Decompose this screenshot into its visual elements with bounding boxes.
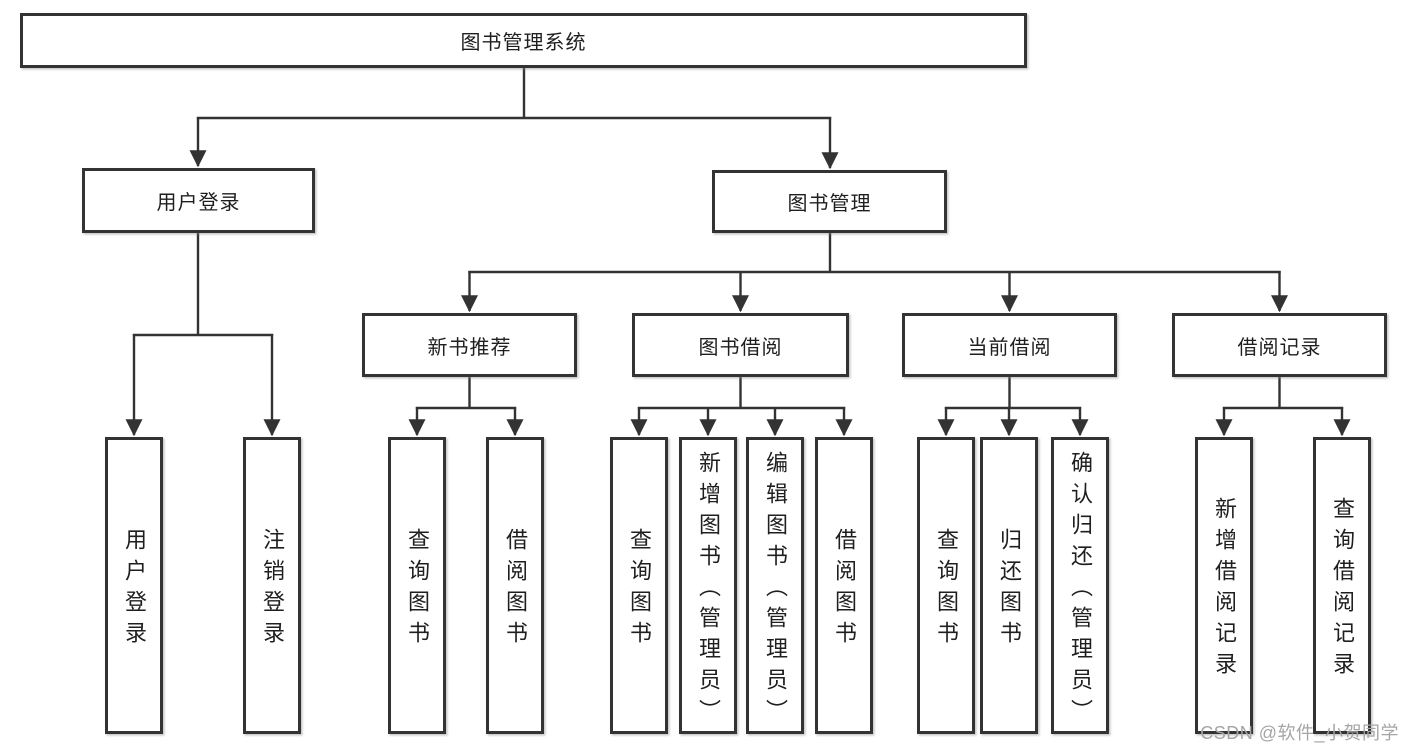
leaf-cb-confirm-return-admin: 确认归还（管理员） [1051, 437, 1109, 734]
node-book-borrowing: 图书借阅 [632, 313, 849, 377]
node-current-borrowing-label: 当前借阅 [967, 336, 1052, 359]
leaf-cb-return-books: 归还图书 [980, 437, 1038, 734]
leaf-br-add-record-label: 新增借阅记录 [1212, 497, 1237, 683]
leaf-user-login: 用户登录 [105, 437, 163, 734]
node-current-borrowing: 当前借阅 [902, 313, 1117, 377]
leaf-nbr-query-books: 查询图书 [388, 437, 446, 734]
leaf-nbr-borrow-books-label: 借阅图书 [503, 528, 528, 652]
edges [125, 68, 1351, 437]
leaf-user-login-label: 用户登录 [122, 528, 147, 652]
node-book-borrowing-label: 图书借阅 [698, 336, 783, 359]
leaf-br-query-record: 查询借阅记录 [1313, 437, 1371, 734]
leaf-bb-query-books-label: 查询图书 [627, 528, 652, 652]
leaf-bb-borrow-books-label: 借阅图书 [832, 528, 857, 652]
leaf-bb-edit-book-admin: 编辑图书（管理员） [746, 437, 804, 734]
node-new-book-recommend-label: 新书推荐 [427, 336, 512, 359]
leaf-br-add-record: 新增借阅记录 [1195, 437, 1253, 734]
leaf-nbr-query-books-label: 查询图书 [405, 528, 430, 652]
node-user-login-label: 用户登录 [156, 192, 241, 214]
leaf-cb-query-books-label: 查询图书 [934, 528, 959, 652]
leaf-bb-query-books: 查询图书 [610, 437, 668, 734]
leaf-bb-edit-book-admin-label: 编辑图书（管理员） [763, 450, 788, 730]
leaf-bb-add-book-admin-label: 新增图书（管理员） [696, 450, 721, 730]
node-borrowing-records-label: 借阅记录 [1237, 336, 1322, 359]
leaf-cb-return-books-label: 归还图书 [997, 528, 1022, 652]
leaf-bb-add-book-admin: 新增图书（管理员） [679, 437, 737, 734]
csdn-watermark: CSDN @软件_小贺同学 [1200, 723, 1399, 743]
node-book-management: 图书管理 [712, 170, 947, 233]
node-root: 图书管理系统 [20, 13, 1027, 68]
node-new-book-recommend: 新书推荐 [362, 313, 577, 377]
node-book-management-label: 图书管理 [787, 193, 872, 215]
leaf-nbr-borrow-books: 借阅图书 [486, 437, 544, 734]
node-borrowing-records: 借阅记录 [1172, 313, 1387, 377]
node-user-login: 用户登录 [82, 168, 315, 233]
leaf-br-query-record-label: 查询借阅记录 [1330, 497, 1355, 683]
leaf-logout-label: 注销登录 [260, 528, 285, 652]
leaf-logout: 注销登录 [243, 437, 301, 734]
node-root-label: 图书管理系统 [460, 32, 587, 54]
leaf-bb-borrow-books: 借阅图书 [815, 437, 873, 734]
leaf-cb-confirm-return-admin-label: 确认归还（管理员） [1068, 450, 1093, 730]
leaf-cb-query-books: 查询图书 [917, 437, 975, 734]
